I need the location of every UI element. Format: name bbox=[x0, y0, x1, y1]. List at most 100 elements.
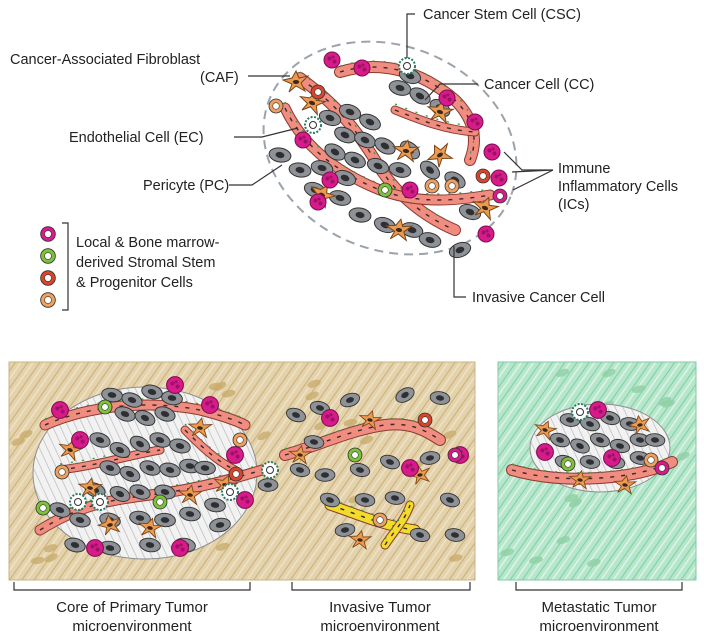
immune-cell bbox=[353, 59, 371, 77]
cancer-cell bbox=[129, 484, 151, 500]
cancer-cell bbox=[129, 435, 151, 453]
cancer-cell bbox=[114, 406, 136, 422]
stromal-spot bbox=[676, 452, 690, 461]
cancer-cell bbox=[334, 523, 356, 537]
fibroblast-cell bbox=[137, 517, 164, 540]
cancer-cell bbox=[344, 151, 366, 169]
progenitor-cell bbox=[447, 447, 463, 463]
progenitor-cell bbox=[475, 168, 491, 184]
cancer-cell bbox=[380, 454, 400, 470]
progenitor-cell bbox=[417, 412, 433, 428]
label-immune-line1: Immune bbox=[558, 161, 610, 177]
progenitor-cell bbox=[643, 452, 659, 468]
cancer-cell bbox=[209, 517, 231, 533]
immune-cell bbox=[226, 446, 244, 464]
fibroblast-cell bbox=[177, 484, 204, 506]
cancer-cell bbox=[418, 232, 442, 248]
cancer-cell bbox=[289, 462, 311, 478]
progenitor-cell bbox=[232, 432, 248, 448]
fibroblast-cell bbox=[77, 477, 104, 499]
label-invasive-cancer-cell: Invasive Cancer Cell bbox=[472, 290, 605, 306]
blood-vessel bbox=[180, 423, 240, 475]
immune-cell bbox=[309, 193, 327, 211]
fibroblast-cell bbox=[288, 444, 313, 466]
stromal-spot bbox=[602, 368, 616, 378]
progenitor-cell bbox=[35, 500, 51, 516]
cancer-cell bbox=[570, 438, 590, 454]
immune-cell bbox=[321, 171, 339, 189]
immune-cell bbox=[236, 491, 254, 509]
legend-swatch-red-progenitor bbox=[40, 270, 56, 286]
legend-line3: & Progenitor Cells bbox=[76, 275, 193, 291]
immune-cell bbox=[490, 169, 508, 187]
cancer-cell bbox=[609, 438, 631, 454]
caption-primary-line2: microenvironment bbox=[72, 618, 192, 635]
metastatic-cells bbox=[533, 401, 670, 496]
progenitor-cell bbox=[310, 84, 326, 100]
cancer-cell bbox=[320, 492, 340, 508]
cancer-cell bbox=[349, 462, 371, 478]
cancer-stem-cell bbox=[91, 493, 109, 511]
progenitor-cell bbox=[152, 494, 168, 510]
immune-cell bbox=[294, 131, 312, 149]
legend-swatches bbox=[40, 226, 56, 308]
caption-metastatic-line1: Metastatic Tumor bbox=[541, 599, 656, 616]
cancer-cell bbox=[69, 512, 91, 528]
stromal-spot bbox=[305, 391, 319, 401]
cancer-cell bbox=[149, 432, 171, 448]
stromal-spot bbox=[208, 382, 223, 390]
legend-line2: derived Stromal Stem bbox=[76, 255, 215, 271]
progenitor-cell bbox=[424, 178, 440, 194]
label-pericyte: Pericyte (PC) bbox=[143, 178, 229, 194]
stromal-spot bbox=[44, 553, 58, 563]
top-tumor-schematic bbox=[262, 40, 518, 259]
fibroblast-cell bbox=[392, 139, 421, 163]
stromal-spot bbox=[30, 556, 45, 565]
cancer-cell bbox=[448, 241, 472, 259]
stromal-spot bbox=[11, 437, 25, 446]
fibroblast-cell bbox=[385, 218, 414, 242]
cancer-stem-cell bbox=[304, 116, 322, 134]
progenitor-cell bbox=[492, 188, 508, 204]
stromal-spot bbox=[360, 435, 374, 445]
immune-cell bbox=[71, 431, 89, 449]
cancer-cell bbox=[338, 103, 362, 121]
blood-vessel bbox=[55, 443, 165, 475]
stromal-spot bbox=[586, 558, 601, 567]
stromal-spot bbox=[44, 544, 58, 553]
caption-invasive-line2: microenvironment bbox=[320, 618, 440, 635]
immune-cell bbox=[466, 113, 484, 131]
stromal-spot bbox=[442, 430, 457, 439]
fibroblast-cell bbox=[613, 474, 638, 496]
fibroblast-cell bbox=[96, 514, 121, 536]
immune-cell bbox=[51, 401, 69, 419]
immune-cell bbox=[166, 376, 184, 394]
fibroblast-cell bbox=[568, 469, 593, 491]
caption-metastatic-line2: microenvironment bbox=[539, 618, 659, 635]
cancer-cell bbox=[340, 392, 360, 408]
fibroblast-cell bbox=[627, 414, 651, 435]
fibroblast-cell bbox=[426, 142, 454, 168]
cancer-stem-cell bbox=[69, 493, 87, 511]
cancer-cell bbox=[366, 157, 390, 175]
stromal-spot bbox=[343, 418, 358, 427]
blood-vessel bbox=[380, 498, 415, 550]
immune-cell bbox=[438, 89, 456, 107]
cancer-cell bbox=[579, 455, 601, 469]
cancer-cell bbox=[374, 137, 396, 155]
immune-cell bbox=[536, 443, 554, 461]
label-immune-line3: (ICs) bbox=[558, 197, 589, 213]
progenitor-cell bbox=[268, 98, 284, 114]
progenitor-cell bbox=[54, 464, 70, 480]
metastatic-background-cells bbox=[500, 368, 690, 567]
cancer-cell bbox=[354, 493, 376, 507]
stromal-spot bbox=[257, 431, 271, 441]
cancer-cell bbox=[129, 510, 151, 526]
cancer-cell bbox=[109, 442, 131, 458]
invasive-vessels bbox=[279, 417, 446, 550]
immune-cell bbox=[171, 539, 189, 557]
stromal-spot bbox=[564, 494, 579, 502]
primary-and-invasive-panel bbox=[8, 361, 476, 581]
cancer-cell bbox=[154, 406, 176, 422]
cancer-cell bbox=[288, 162, 312, 178]
